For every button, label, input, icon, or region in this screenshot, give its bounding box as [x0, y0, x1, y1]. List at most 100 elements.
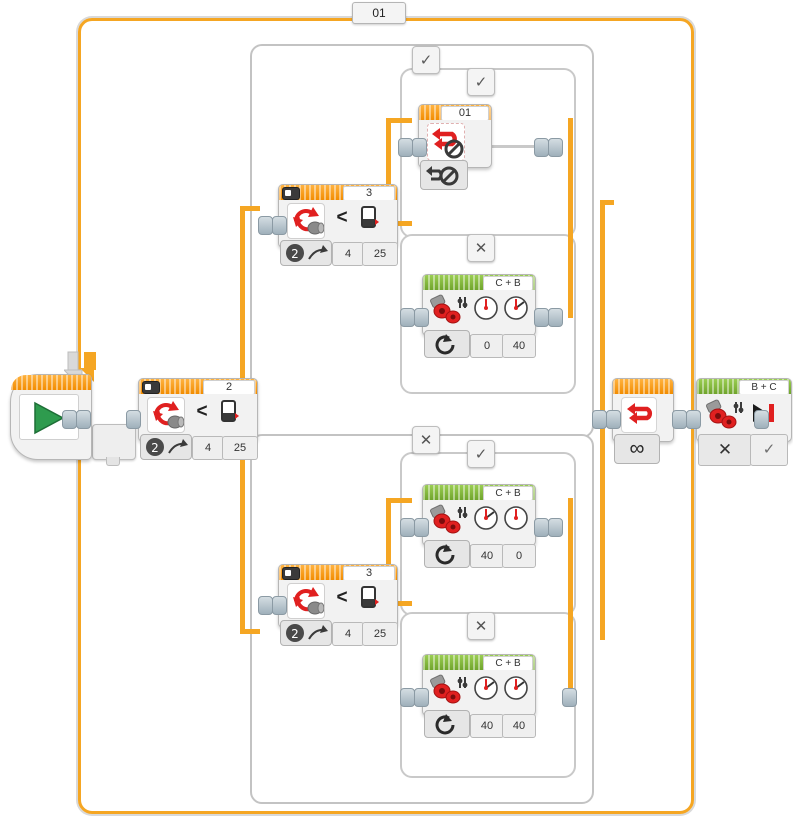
move-tank-block-3[interactable]: C + B: [422, 654, 536, 716]
wire-interrupt-out: [488, 145, 536, 148]
move-tank-3-in-nub-2[interactable]: [414, 688, 429, 707]
switch-outer-mode-mini-icon: [142, 381, 160, 394]
move-tank-3-param-2[interactable]: 40: [502, 714, 536, 738]
switch-inner-top-param-2[interactable]: 25: [362, 242, 398, 266]
switch-inner-bottom-header-value[interactable]: 3: [343, 566, 395, 580]
switch-outer-in-nub[interactable]: [126, 410, 141, 429]
loop-block-right-header: [613, 379, 673, 394]
loop-block-right[interactable]: [612, 378, 674, 442]
loop-interrupt-header-value[interactable]: 01: [441, 106, 489, 120]
loop-interrupt-block[interactable]: 01: [418, 104, 492, 168]
loop-block-right-in-nub[interactable]: [592, 410, 607, 429]
wire-inner-top-true-left-arm2: [386, 221, 412, 226]
loop-interrupt-out-nub-2[interactable]: [548, 138, 563, 157]
loop-interrupt-in-nub-2[interactable]: [412, 138, 427, 157]
switch-inner-top-operator[interactable]: <: [336, 207, 348, 228]
wire-entry-to-switch-bottom: [240, 434, 245, 634]
wire-outer-right-rail-bottom: [600, 428, 605, 640]
switch-inner-top-param-1[interactable]: 4: [332, 242, 364, 266]
move-tank-2-param-1[interactable]: 40: [470, 544, 504, 568]
move-tank-3-in-nub[interactable]: [400, 688, 415, 707]
loop-interrupt-in-nub[interactable]: [398, 138, 413, 157]
motor-degrees-icon: 2: [145, 437, 189, 462]
wire-inner-bottom-left-arm2: [386, 601, 412, 606]
switch-outer-param-2[interactable]: 25: [222, 436, 258, 460]
loop-block-right-out-nub[interactable]: [672, 410, 687, 429]
move-tank-2-body: [423, 500, 535, 543]
move-tank-block-2[interactable]: C + B: [422, 484, 536, 546]
switch-inner-bottom-block[interactable]: 3 <: [278, 564, 398, 628]
outer-loop-name-tab[interactable]: 01: [352, 2, 406, 24]
switch-inner-top-in-nub[interactable]: [258, 216, 273, 235]
switch-inner-bottom-in-nub[interactable]: [258, 596, 273, 615]
wire-inner-top-right-rail2: [600, 200, 605, 428]
switch-inner-bottom-operator[interactable]: <: [336, 587, 348, 608]
switch-outer-body: <: [139, 394, 257, 439]
switch-inner-top-block[interactable]: 3 <: [278, 184, 398, 248]
loop-block-right-in-nub-2[interactable]: [606, 410, 621, 429]
wire-entry-to-switch-bottom-arm: [240, 629, 260, 634]
switch-inner-bottom-in-nub-2[interactable]: [272, 596, 287, 615]
switch-inner-top-header-value[interactable]: 3: [343, 186, 395, 200]
switch-inner-top-false-tab[interactable]: ✕: [467, 234, 495, 262]
svg-text:2: 2: [291, 247, 299, 261]
move-tank-1-in-nub[interactable]: [400, 308, 415, 327]
switch-outer-operator[interactable]: <: [196, 401, 208, 422]
loop-interrupt-icon: [430, 125, 464, 164]
move-tank-3-ports[interactable]: C + B: [483, 656, 533, 670]
wire-inner-bottom-right-rail: [568, 498, 573, 698]
move-tank-1-in-nub-2[interactable]: [414, 308, 429, 327]
loop-interrupt-header: 01: [419, 105, 491, 120]
sequence-stub[interactable]: [92, 424, 136, 460]
move-tank-2-in-nub[interactable]: [400, 518, 415, 537]
loop-block-right-selector[interactable]: ∞: [614, 434, 660, 464]
move-tank-1-param-1[interactable]: 0: [470, 334, 504, 358]
switch-inner-top-in-nub-2[interactable]: [272, 216, 287, 235]
move-tank-2-out-nub-2[interactable]: [548, 518, 563, 537]
switch-outer-header: 2: [139, 379, 257, 394]
infinity-icon: ∞: [629, 437, 645, 460]
switch-outer-false-tab[interactable]: ✕: [412, 426, 440, 454]
switch-inner-bottom-mode-mini-icon: [282, 567, 300, 580]
loop-interrupt-out-nub[interactable]: [534, 138, 549, 157]
switch-inner-bottom-param-2[interactable]: 25: [362, 622, 398, 646]
switch-outer-param-1[interactable]: 4: [192, 436, 224, 460]
switch-outer-true-tab[interactable]: ✓: [412, 46, 440, 74]
switch-outer-header-value[interactable]: 2: [203, 380, 255, 394]
start-block-out-nub-2[interactable]: [76, 410, 91, 429]
move-tank-1-out-nub-2[interactable]: [548, 308, 563, 327]
move-tank-block-1[interactable]: C + B: [422, 274, 536, 336]
loop-block-right-out-nub-2[interactable]: [686, 410, 701, 429]
switch-inner-bottom-param-1[interactable]: 4: [332, 622, 364, 646]
svg-text:2: 2: [151, 441, 159, 455]
move-tank-2-selector[interactable]: [424, 540, 470, 568]
move-tank-2-out-nub[interactable]: [534, 518, 549, 537]
sequence-stub-tail: [106, 457, 120, 466]
switch-outer-block[interactable]: 2 <: [138, 378, 258, 442]
wire-inner-top-true-left-arm: [386, 118, 412, 123]
motor-stop-block[interactable]: B + C: [696, 378, 792, 442]
move-tank-3-param-1[interactable]: 40: [470, 714, 504, 738]
move-tank-1-param-2[interactable]: 40: [502, 334, 536, 358]
power-gauge-icon-right: [503, 505, 529, 536]
move-tank-2-in-nub-2[interactable]: [414, 518, 429, 537]
motor-stop-out-nub[interactable]: [754, 410, 769, 429]
move-tank-1-out-nub[interactable]: [534, 308, 549, 327]
motor-stop-header: B + C: [697, 379, 791, 394]
switch-inner-top-body: <: [279, 200, 397, 245]
threshold-icon: [359, 206, 379, 235]
move-tank-2-param-2[interactable]: 0: [502, 544, 536, 568]
motor-stop-ports[interactable]: B + C: [739, 380, 789, 394]
motor-stop-param-1[interactable]: ✕: [698, 434, 752, 466]
start-block-out-nub[interactable]: [62, 410, 77, 429]
move-tank-2-ports[interactable]: C + B: [483, 486, 533, 500]
move-tank-3-out-nub[interactable]: [562, 688, 577, 707]
start-block[interactable]: [10, 374, 92, 460]
move-tank-1-ports[interactable]: C + B: [483, 276, 533, 290]
motor-stop-param-2[interactable]: ✓: [750, 434, 788, 466]
loop-interrupt-selector[interactable]: [420, 160, 468, 190]
switch-inner-bottom-true-tab[interactable]: ✓: [467, 440, 495, 468]
switch-inner-bottom-false-tab[interactable]: ✕: [467, 612, 495, 640]
switch-inner-top-true-tab[interactable]: ✓: [467, 68, 495, 96]
